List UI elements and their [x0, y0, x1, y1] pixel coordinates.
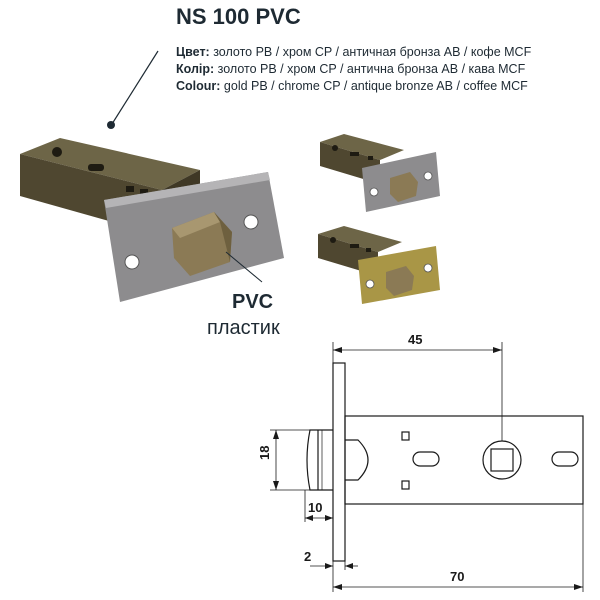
callout-line	[111, 50, 159, 125]
material-title: PVC	[232, 291, 274, 313]
dim-label-18: 18	[257, 446, 272, 460]
spec-line-ua: Колір: золото PB / хром CP / антична бро…	[176, 62, 525, 76]
material-subtitle: пластик	[207, 317, 280, 339]
spec-label: Colour:	[176, 79, 221, 93]
dim-label-45: 45	[408, 332, 422, 347]
dim-label-70: 70	[450, 569, 464, 584]
spec-value: золото PB / хром CP / антична бронза AB …	[214, 62, 526, 76]
callout-dot	[107, 121, 115, 129]
latch-photo-gold	[318, 226, 440, 304]
main-latch-photo	[20, 138, 284, 302]
spec-label: Колір:	[176, 62, 215, 76]
dim-label-2: 2	[304, 549, 311, 564]
product-title: NS 100 PVC	[176, 4, 301, 29]
dimension-arrows	[273, 347, 583, 590]
spec-value: золото PB / хром CP / античная бронза AB…	[209, 45, 532, 59]
spec-line-ru: Цвет: золото PB / хром CP / античная бро…	[176, 45, 531, 59]
technical-drawing	[270, 342, 584, 592]
spec-line-en: Colour: gold PB / chrome CP / antique br…	[176, 79, 528, 93]
dim-label-10: 10	[308, 500, 322, 515]
spec-value: gold PB / chrome CP / antique bronze AB …	[220, 79, 528, 93]
latch-photo-chrome	[320, 134, 440, 212]
spec-label: Цвет:	[176, 45, 210, 59]
